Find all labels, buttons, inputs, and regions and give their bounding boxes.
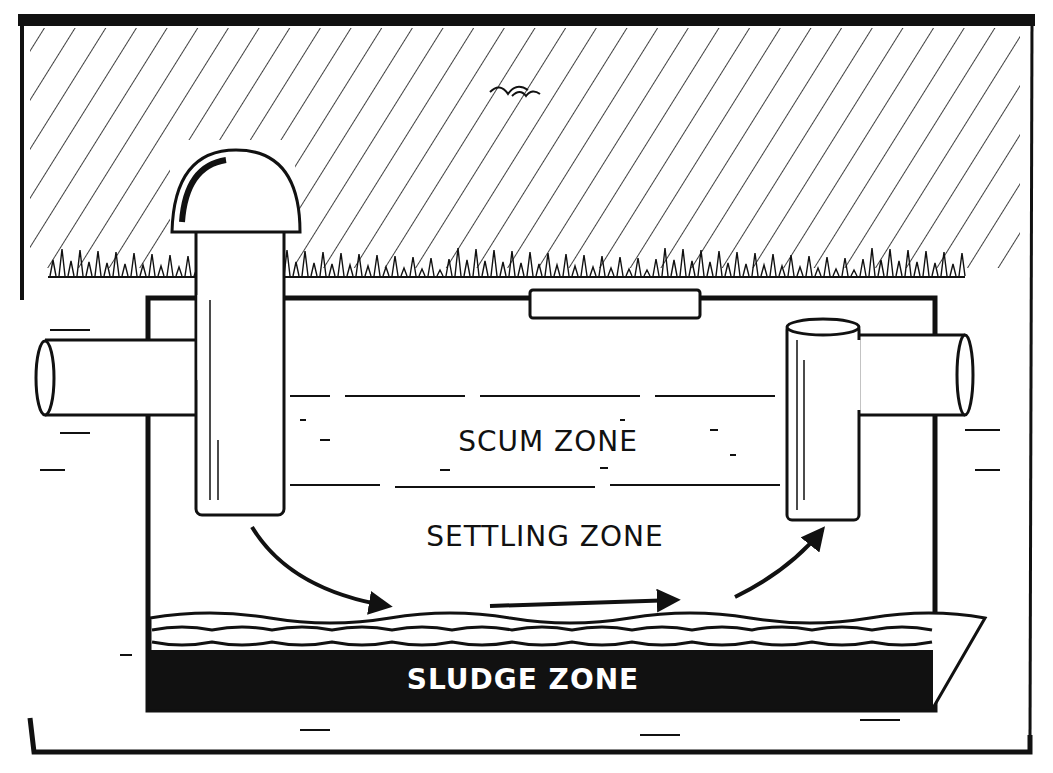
vent-cap-shade [182,160,226,222]
outlet-pipe-end [957,335,973,415]
sludge-wave [152,642,932,645]
sludge-zone-band: SLUDGE ZONE [397,659,650,701]
outlet-pipe [855,335,965,415]
flow-arrow [490,600,676,606]
settling-zone-band: SETTLING ZONE [416,516,673,558]
sludge-waves [152,627,932,645]
frame-right [1030,20,1032,740]
frame-top [18,14,1035,26]
scum-zone-band: SCUM ZONE [448,421,648,463]
inlet-pipe [45,340,200,415]
inlet-pipe-end [36,341,54,415]
outlet-joint [856,340,861,410]
scum-top-line [290,395,775,397]
vent-cap [172,150,300,232]
grass [50,248,965,276]
scum-specks [300,420,736,470]
soil-marks [40,330,1000,735]
sludge-top [150,613,985,708]
access-lid [530,290,700,318]
outlet-opening [787,319,859,335]
zone-label: SLUDGE ZONE [407,663,640,697]
scum-bottom-line [290,485,780,487]
bird [490,87,540,96]
pipe-shading [210,300,218,500]
frame-bottom [30,718,1030,752]
sludge-wave [152,627,932,630]
sludge-band [150,650,933,708]
flow-arrow [735,530,822,597]
zone-label: SCUM ZONE [458,425,638,459]
ground-line [48,276,965,278]
inlet-tee [196,225,284,515]
flow-arrow [252,527,388,606]
outlet-shading [797,340,804,510]
tee-joint [198,295,203,380]
zone-label: SETTLING ZONE [426,520,663,554]
frame-left [20,20,24,300]
grass-blades [50,248,965,276]
outlet-tee [787,325,859,520]
